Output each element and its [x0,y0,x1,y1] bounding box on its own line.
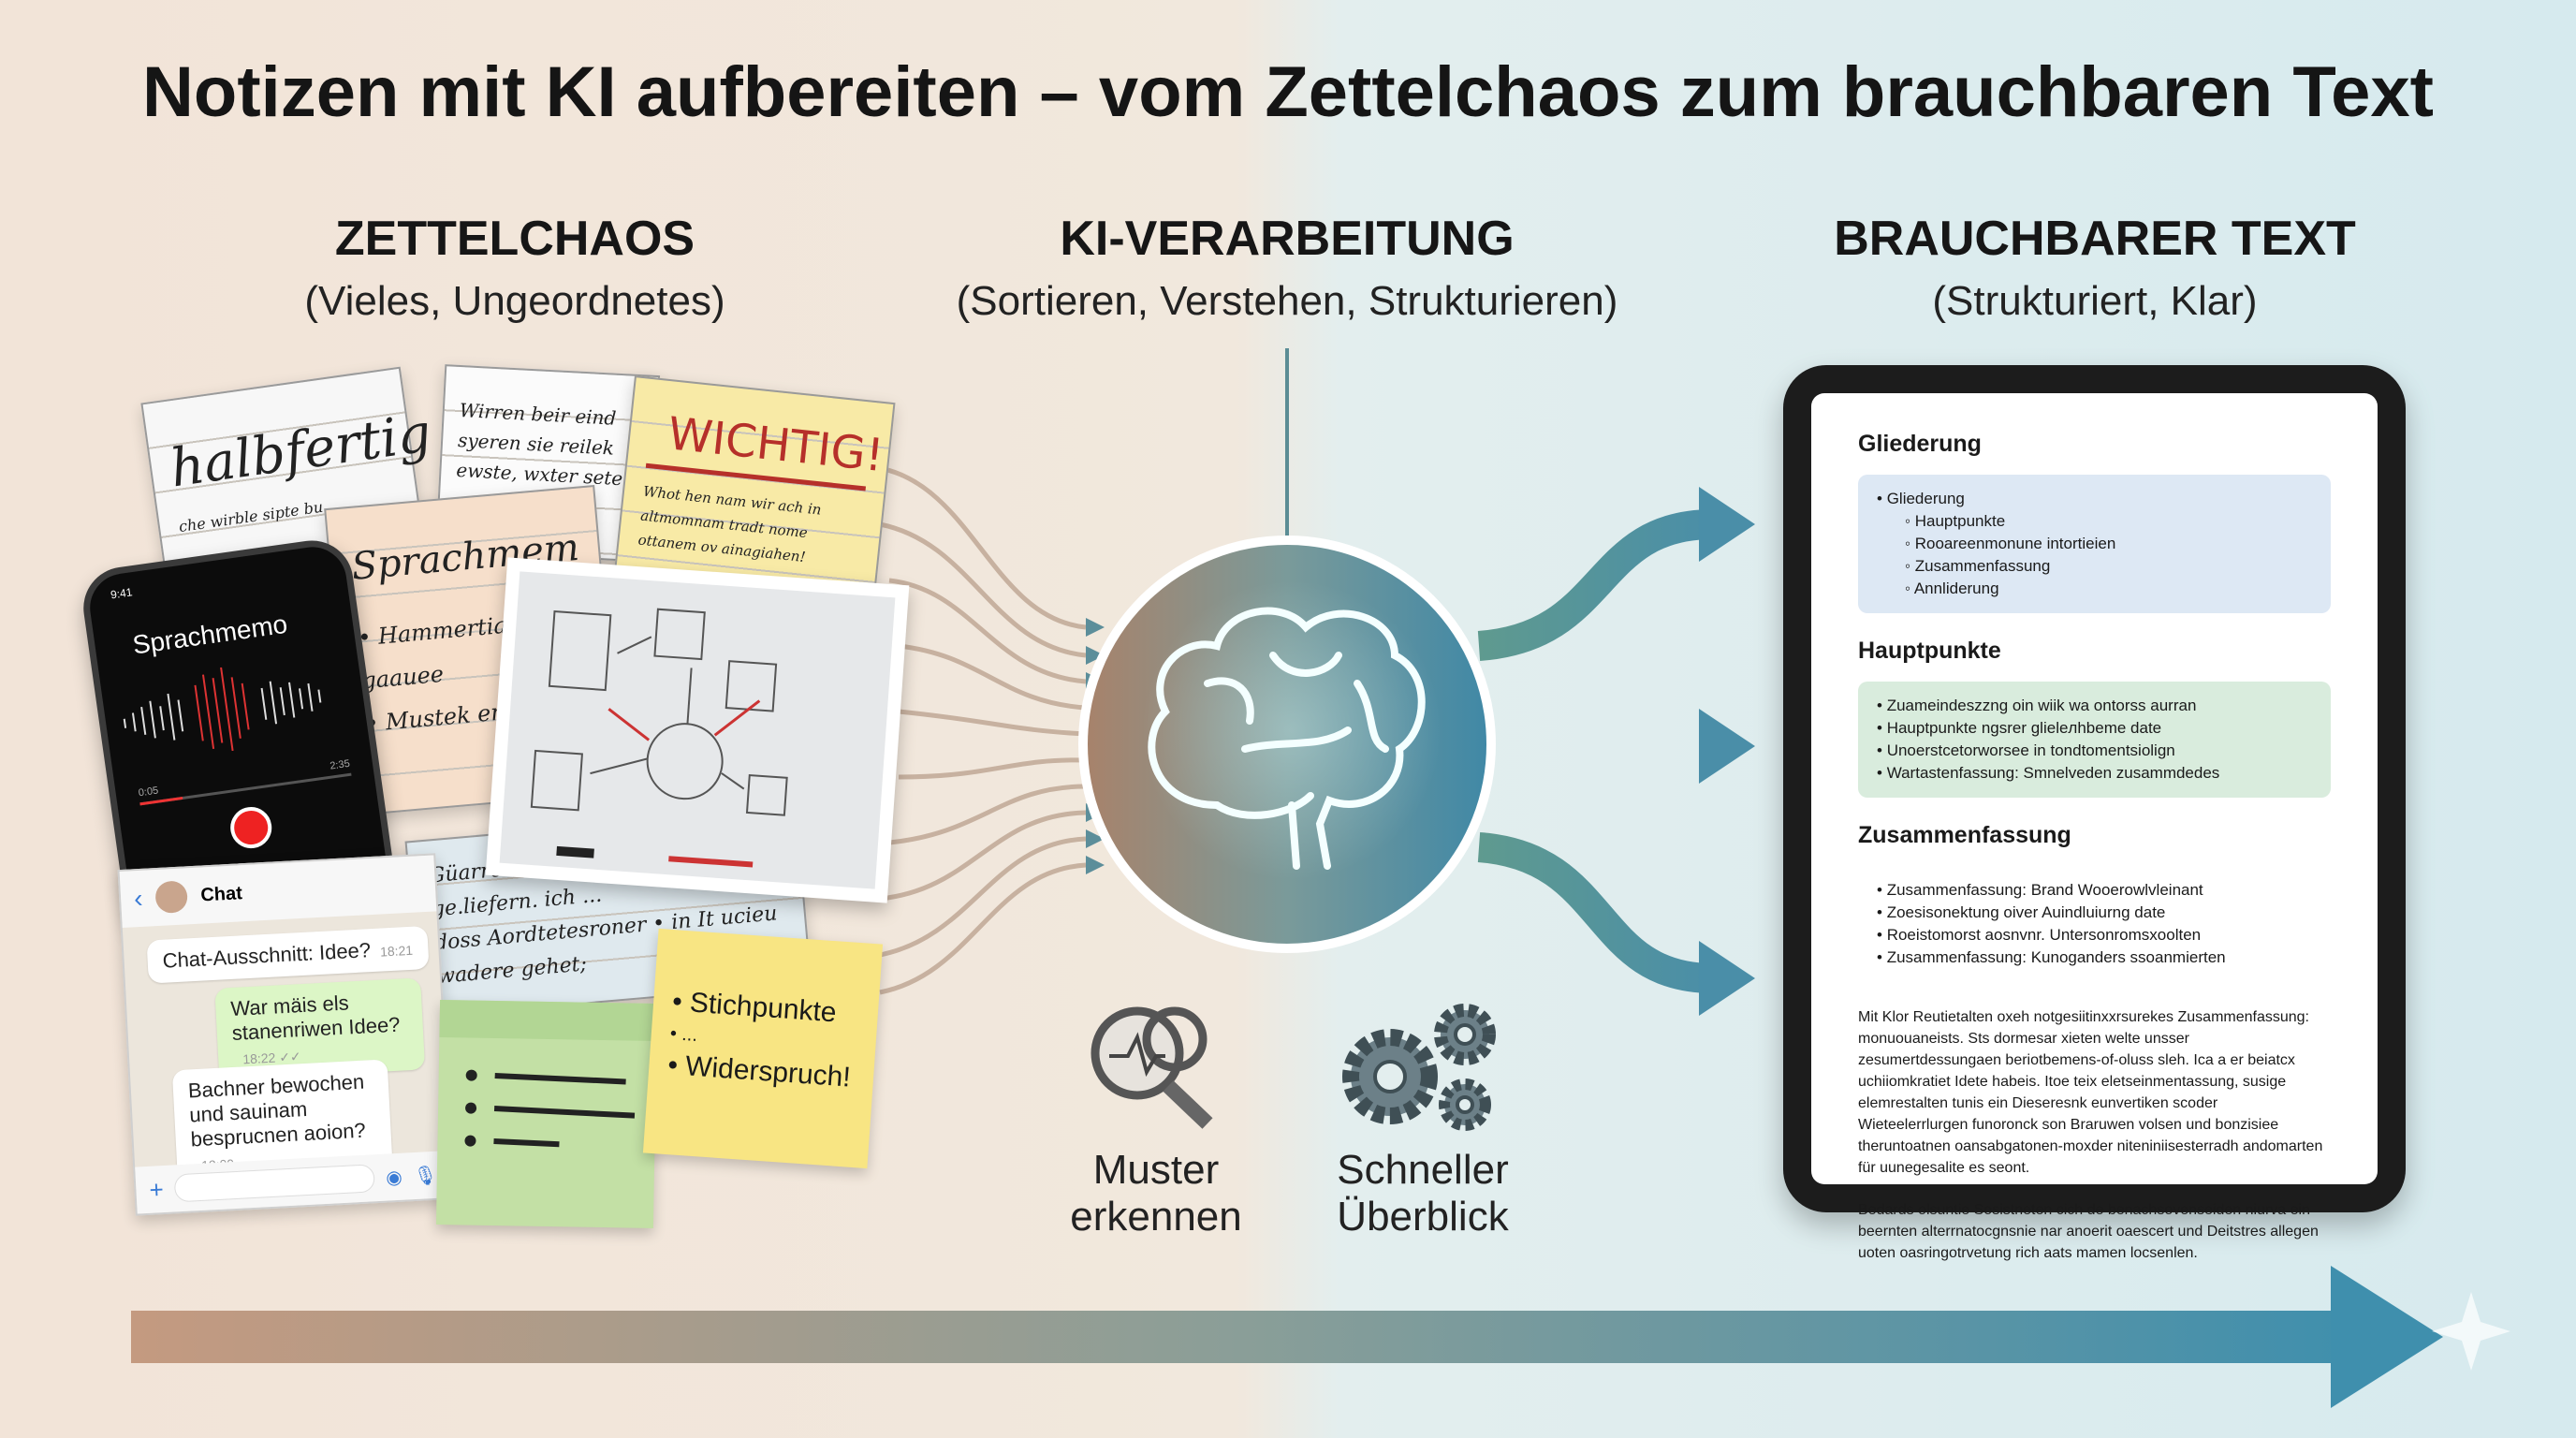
magnifier-icon [1090,1006,1213,1129]
outline-box: Gliederung Hauptpunkte Rooareenmonune in… [1858,475,2331,613]
summary-item: Zoesisonektung oiver Auindluiurng date [1877,902,2312,924]
column-header-chaos: ZETTELCHAOS (Vieles, Ungeordnetes) [94,211,936,325]
elapsed-time: 0:05 [138,785,160,800]
subheading: (Sortieren, Verstehen, Strukturieren) [956,278,1618,324]
summary-item: Zusammenfassung: Kunoganders ssoanmierte… [1877,946,2312,969]
back-icon[interactable]: ‹ [133,883,144,914]
summary-item: Zusammenfassung: Brand Wooerowlvleinant [1877,879,2312,902]
subheading: (Strukturiert, Klar) [1932,278,2258,324]
outline-item: Hauptpunkte [1877,510,2312,533]
outline-item: Zusammenfassung [1877,555,2312,578]
waveform-icon [123,667,322,752]
message-time: 18:21 [379,942,414,960]
heading: ZETTELCHAOS [334,212,695,266]
sticky-note-yellow: • Stichpunkte • ... • Widerspruch! [642,928,884,1169]
paragraph: Bedards olsuntie Sosistneten ciсh de ben… [1858,1202,2319,1261]
chat-name: Chat [199,882,243,906]
brain-icon [1148,607,1426,870]
heading: BRAUCHBARER TEXT [1834,212,2356,266]
chat-window: ‹ Chat Chat-Ausschnitt: Idee? 18:21 War m… [117,853,454,1216]
outline-item: Annliderung [1877,578,2312,600]
summary-box: Zusammenfassung: Brand Wooerowlvleinant … [1858,866,2331,982]
column-header-result: BRAUCHBARER TEXT (Strukturiert, Klar) [1674,211,2516,325]
point-item: Hauptpunkte ngsrer glieleлhbeme date [1877,717,2312,740]
label-line: Überblick [1337,1194,1509,1240]
heading: KI-VERARBEITUNG [1060,212,1515,266]
gears-icon [1342,1004,1496,1131]
label-line: erkennen [1070,1194,1242,1240]
arrow-head [1699,709,1755,784]
message-text: Bachner bewochen und sauinam besprucnen … [187,1069,367,1152]
page-title: Notizen mit KI aufbereiten – vom Zettelc… [142,52,2434,132]
message-text: War mäis els stanenriwen Idee? [229,990,402,1045]
section-heading: Hauptpunkte [1858,638,2001,664]
arrow-head [1699,487,1755,562]
avatar [154,880,189,915]
progress-arrow-head [2331,1266,2443,1408]
microphone-icon[interactable]: 🎙 [413,1165,438,1187]
label-line: Schneller [1337,1147,1509,1193]
divider-line [1285,348,1289,536]
progress-arrow [131,1311,2359,1363]
camera-icon[interactable]: ◉ [385,1167,403,1189]
subheading: (Vieles, Ungeordnetes) [304,278,725,324]
list-lines-icon [464,1069,636,1148]
whiteboard-photo [485,557,910,903]
sticky-note-green [435,999,658,1229]
points-box: Zuameindeszzng oin wiik wa ontorss aurra… [1858,682,2331,798]
label-line: Muster [1092,1147,1220,1193]
outline-item: Rooareenmonune intortieien [1877,533,2312,555]
point-item: Wartastenfassung: Smnelveden zusammdedes [1877,762,2312,785]
record-button[interactable] [227,804,275,851]
summary-item: Roeistomorst aosnvnr. Untersonromsxoolte… [1877,924,2312,946]
section-heading: Gliederung [1858,431,1982,457]
message-input[interactable] [173,1164,376,1203]
point-item: Zuameindeszzng oin wiik wa ontorss aurra… [1877,695,2312,717]
outline-item: Gliederung [1877,488,2312,510]
point-item: Unoerstcetorworsee in tondtomentsiolign [1877,740,2312,762]
document-view: Gliederung Gliederung Hauptpunkte Rooare… [1811,393,2378,1261]
chat-message: Chat-Ausschnitt: Idee? 18:21 [146,925,430,984]
section-heading: Zusammenfassung [1858,822,2071,848]
plus-icon[interactable]: + [148,1174,165,1204]
total-time: 2:35 [329,757,351,772]
sparkle-icon [2432,1292,2510,1371]
arrow-head [1699,941,1755,1016]
paragraph: Mit Klor Reutietalten oxeh notgesiitinxx… [1858,1009,2323,1176]
message-text: Chat-Ausschnitt: Idee? [162,938,372,973]
tablet: Gliederung Gliederung Hauptpunkte Rooare… [1783,365,2406,1261]
column-header-ai: KI-VERARBEITUNG (Sortieren, Verstehen, S… [866,211,1708,325]
